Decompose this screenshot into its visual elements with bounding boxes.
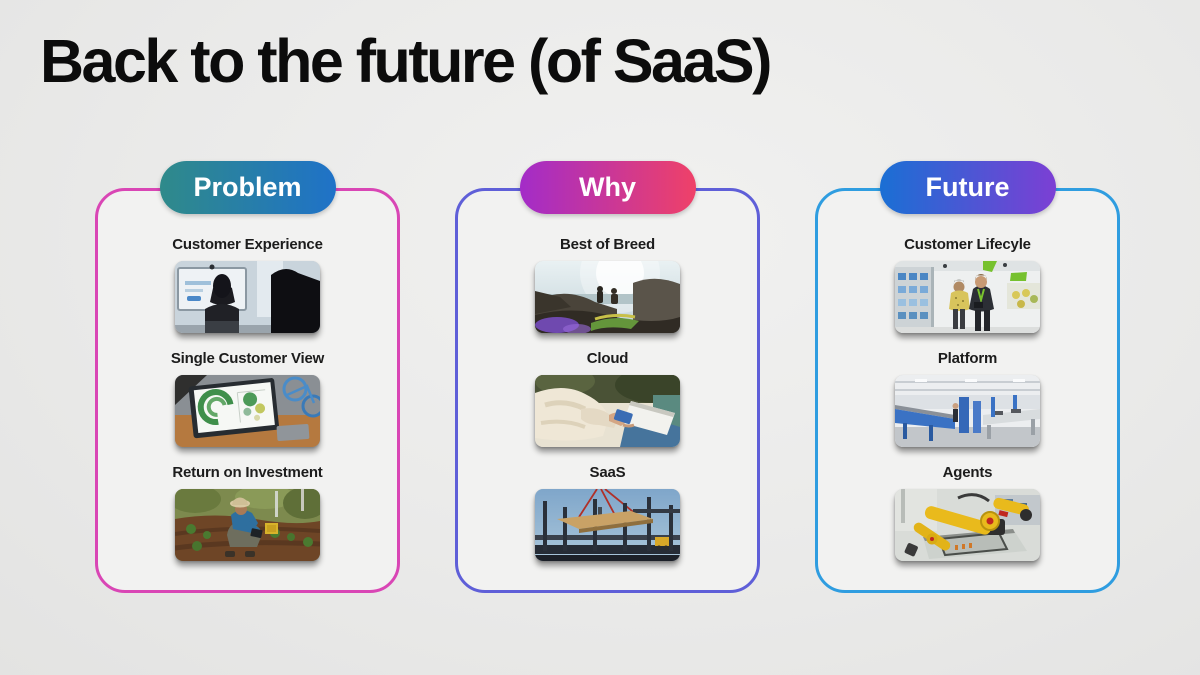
- factory-blue-machinery-photo: [895, 375, 1040, 447]
- why-item-saas: SaaS: [535, 463, 680, 561]
- future-header-pill: Future: [879, 161, 1056, 214]
- item-label: Customer Experience: [172, 236, 323, 253]
- why-column: Best of Breed: [455, 161, 760, 597]
- store-associate-helping-customer-photo: [895, 261, 1040, 333]
- hikers-on-coastal-rocks-photo: [535, 261, 680, 333]
- future-item-platform: Platform: [895, 349, 1040, 447]
- monitor-green-charts-bicycle-photo: [175, 375, 320, 447]
- item-label: Agents: [942, 464, 993, 481]
- item-label: Cloud: [586, 350, 629, 367]
- farmer-with-tablet-in-field-photo: [175, 489, 320, 561]
- future-item-agents: Agents: [895, 463, 1040, 561]
- problem-header-pill: Problem: [159, 161, 336, 214]
- problem-column: Customer Experience: [95, 161, 400, 597]
- future-column: Customer Lifecyle: [815, 161, 1120, 597]
- item-label: SaaS: [589, 464, 626, 481]
- future-item-customer-lifecyle: Customer Lifecyle: [895, 235, 1040, 333]
- item-label: Return on Investment: [172, 464, 323, 481]
- why-header-pill: Why: [519, 161, 696, 214]
- yellow-robot-arm-photo: [895, 489, 1040, 561]
- problem-item-return-on-investment: Return on Investment: [172, 463, 323, 561]
- slide-title: Back to the future (of SaaS): [40, 27, 772, 95]
- problem-item-customer-experience: Customer Experience: [172, 235, 323, 333]
- why-header-label: Why: [579, 172, 636, 202]
- future-card: Customer Lifecyle: [815, 188, 1120, 593]
- item-label: Single Customer View: [170, 350, 325, 367]
- why-item-cloud: Cloud: [535, 349, 680, 447]
- office-workers-at-monitors-photo: [175, 261, 320, 333]
- why-card: Best of Breed: [455, 188, 760, 593]
- future-header-label: Future: [925, 172, 1010, 202]
- why-item-best-of-breed: Best of Breed: [535, 235, 680, 333]
- hand-with-credit-card-and-tablet-photo: [535, 375, 680, 447]
- item-label: Best of Breed: [560, 236, 655, 253]
- item-label: Customer Lifecyle: [904, 236, 1031, 253]
- construction-crane-lifting-panel-photo: [535, 489, 680, 561]
- item-label: Platform: [937, 350, 998, 367]
- problem-item-single-customer-view: Single Customer View: [171, 349, 324, 447]
- problem-header-label: Problem: [193, 172, 302, 202]
- problem-card: Customer Experience: [95, 188, 400, 593]
